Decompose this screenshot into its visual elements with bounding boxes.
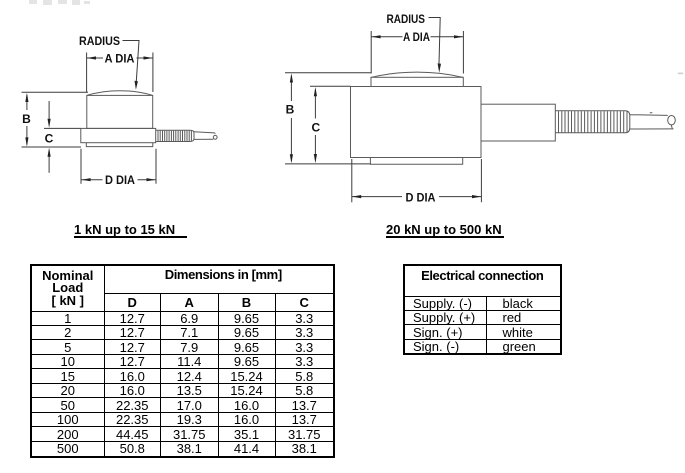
svg-text:B: B	[22, 112, 31, 126]
svg-text:C: C	[45, 132, 54, 146]
svg-text:B: B	[286, 103, 295, 117]
svg-text:C: C	[311, 121, 320, 135]
svg-text:D DIA: D DIA	[406, 191, 436, 205]
svg-text:D DIA: D DIA	[105, 173, 135, 187]
svg-text:RADIUS: RADIUS	[387, 12, 426, 26]
svg-text:A DIA: A DIA	[403, 30, 430, 44]
svg-text:RADIUS: RADIUS	[79, 34, 120, 48]
svg-text:A DIA: A DIA	[105, 51, 135, 65]
